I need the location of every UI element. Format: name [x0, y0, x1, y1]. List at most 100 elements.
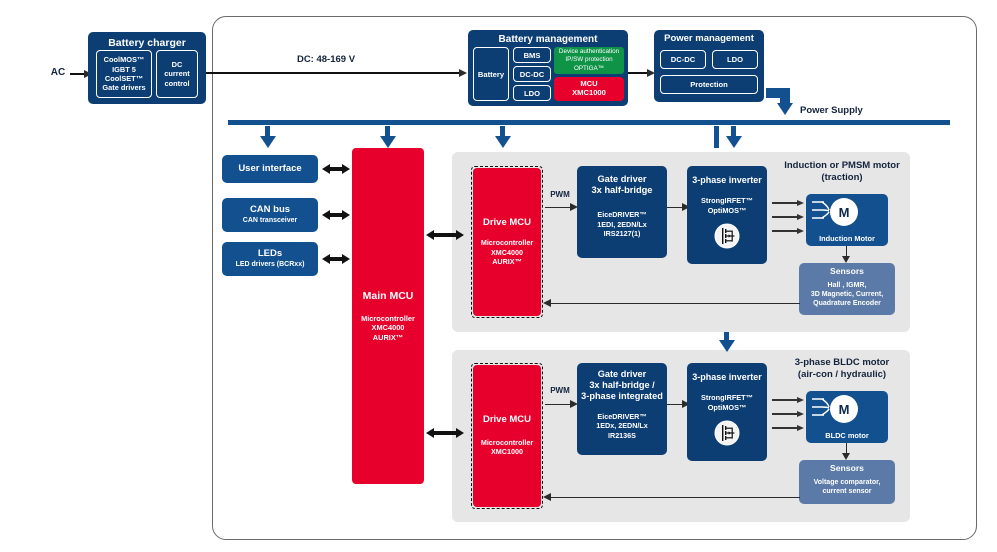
bus-drop-stem-2	[385, 126, 390, 138]
power-supply-elbow-horizontal	[766, 88, 790, 98]
battery-cell-box[interactable]: Battery	[473, 47, 509, 101]
protection-box[interactable]: Protection	[660, 75, 758, 94]
phase-arrow-aux-2	[772, 411, 804, 418]
power-dcdc-label: DC-DC	[670, 55, 696, 64]
bus-drop-stem-3	[500, 126, 505, 138]
dc-voltage-label: DC: 48-169 V	[296, 54, 356, 65]
power-management-block[interactable]: Power management	[654, 30, 764, 102]
can-bus-block[interactable]: CAN bus CAN transceiver	[222, 198, 318, 232]
battery-mcu-title: MCU	[580, 79, 598, 89]
drive-mcu-traction-block[interactable]: Drive MCU Microcontroller XMC4000 AURIX™	[473, 168, 541, 316]
gate-driver-traction-block[interactable]: Gate driver 3x half-bridge EiceDRIVER™ 1…	[577, 166, 667, 258]
inverter-traction-block[interactable]: 3-phase inverter StrongIRFET™ OptiMOS™	[687, 166, 767, 264]
gatedriver-to-inverter-arrowhead-traction	[682, 203, 690, 211]
bms-box[interactable]: BMS	[513, 47, 551, 63]
battery-to-power-line	[628, 72, 650, 74]
leds-sub: LED drivers (BCRxx)	[235, 260, 305, 268]
phase-arrow-traction-2	[772, 214, 804, 221]
battery-charger-block[interactable]: Battery charger	[88, 32, 206, 104]
pwm-label-traction: PWM	[550, 190, 570, 199]
aux-sensors-block[interactable]: Sensors Voltage comparator, current sens…	[799, 460, 895, 504]
traction-motor-header: Induction or PMSM motor (traction)	[776, 160, 908, 185]
battery-dcdc-box[interactable]: DC-DC	[513, 66, 551, 82]
traction-motor-letter: M	[838, 204, 850, 220]
battery-label: Battery	[477, 69, 505, 79]
traction-sensors-block[interactable]: Sensors Hall , IGMR, 3D Magnetic, Curren…	[799, 263, 895, 315]
can-bus-sub: CAN transceiver	[242, 216, 298, 224]
drive-mcu-aux-block[interactable]: Drive MCU Microcontroller XMC1000	[473, 365, 541, 507]
mcu-to-drive-mcu-aux-arrow	[426, 428, 464, 438]
device-authentication-box[interactable]: Device authentication IP/SW protection O…	[554, 47, 624, 74]
leds-block[interactable]: LEDs LED drivers (BCRxx)	[222, 242, 318, 276]
gate-driver-aux-title: Gate driver 3x half-bridge / 3-phase int…	[581, 369, 663, 402]
charger-part-igbt5: IGBT 5	[112, 64, 136, 74]
traction-motor-to-sensors-arrowhead	[842, 256, 850, 263]
gate-driver-aux-block[interactable]: Gate driver 3x half-bridge / 3-phase int…	[577, 363, 667, 455]
aux-sensors-title: Sensors	[830, 463, 864, 473]
main-mcu-sub-2: XMC4000	[371, 323, 405, 333]
charger-part-gate-drivers: Gate drivers	[102, 83, 146, 93]
bms-label: BMS	[523, 50, 541, 60]
drive-mcu-traction-sub-2: XMC4000	[491, 247, 523, 257]
dc-label: DC	[171, 59, 183, 69]
power-management-title: Power management	[664, 33, 754, 44]
aux-motor-header: 3-phase BLDC motor (air-con / hydraulic)	[776, 357, 908, 382]
aux-sensor-feedback-arrowhead	[543, 493, 551, 501]
mcu-to-drive-mcu-traction-arrow	[426, 230, 464, 240]
gate-driver-aux-sub-2: 1EDx, 2EDN/Lx	[596, 421, 648, 431]
battery-ldo-box[interactable]: LDO	[513, 85, 551, 101]
battery-to-power-arrowhead	[647, 68, 655, 77]
drive-mcu-traction-sub: Microcontroller XMC4000 AURIX™	[481, 238, 533, 266]
aux-motor-windings-icon	[812, 398, 830, 416]
gate-driver-traction-sub-1: EiceDRIVER™	[597, 210, 647, 220]
drive-mcu-traction-sub-1: Microcontroller	[480, 238, 534, 248]
user-interface-title: User interface	[238, 162, 302, 174]
power-dcdc-box[interactable]: DC-DC	[660, 50, 706, 69]
aux-motor-to-sensors-line	[846, 443, 848, 455]
traction-sensors-sub-2: 3D Magnetic, Current,	[810, 291, 884, 299]
device-auth-line-3: OPTIGA™	[573, 64, 605, 72]
gatedriver-to-inverter-line-aux	[667, 404, 685, 406]
battery-dcdc-label: DC-DC	[519, 69, 545, 79]
main-mcu-sub-lines: Microcontroller XMC4000 AURIX™	[361, 314, 415, 343]
main-mcu-title: Main MCU	[362, 289, 414, 302]
main-mcu-sub-1: Microcontroller	[361, 313, 415, 323]
aux-sensors-sub-1: Voltage comparator,	[813, 478, 881, 486]
inverter-aux-title: 3-phase inverter	[692, 372, 762, 382]
traction-motor-header-1: Induction or PMSM motor	[784, 160, 900, 171]
inverter-traction-sub-2: OptiMOS™	[707, 205, 747, 215]
drive-mcu-aux-dashed-outline	[471, 363, 543, 509]
leds-title: LEDs	[257, 247, 283, 259]
aux-motor-letter: M	[838, 401, 850, 417]
dc-bus-arrowhead	[459, 68, 467, 77]
user-interface-block[interactable]: User interface	[222, 155, 318, 183]
gate-driver-aux-title-2: 3x half-bridge /	[589, 380, 655, 391]
ac-input-label: AC	[50, 67, 66, 78]
battery-mcu-box[interactable]: MCU XMC1000	[554, 77, 624, 101]
inverter-aux-block[interactable]: 3-phase inverter StrongIRFET™ OptiMOS™	[687, 363, 767, 461]
traction-motor-symbol: M	[830, 198, 858, 226]
traction-sensors-sub-3: Quadrature Encoder	[813, 300, 881, 308]
bus-drop-stem-1	[265, 126, 270, 138]
charger-part-coolset: CoolSET™	[104, 74, 144, 83]
traction-sensor-feedback-line	[550, 303, 800, 305]
battery-charger-semiconductors-box[interactable]: CoolMOS™ IGBT 5 CoolSET™ Gate drivers	[96, 50, 152, 98]
power-ldo-box[interactable]: LDO	[712, 50, 758, 69]
pwm-line-traction	[545, 207, 573, 209]
main-mcu-block[interactable]: Main MCU Microcontroller XMC4000 AURIX™	[352, 148, 424, 484]
traction-motor-caption: Induction Motor	[819, 233, 875, 243]
pwm-label-aux: PWM	[550, 386, 570, 395]
drive-mcu-traction-title: Drive MCU	[482, 216, 532, 228]
gate-driver-aux-sub-3: IR2136S	[608, 430, 636, 440]
traction-sensor-feedback-arrowhead	[543, 299, 551, 307]
leds-to-mcu-arrow	[322, 254, 350, 264]
phase-arrow-traction-1	[772, 200, 804, 207]
inverter-traction-sub-1: StrongIRFET™	[701, 196, 753, 206]
gate-driver-traction-sub-2: 1EDI, 2EDN/Lx	[597, 219, 647, 229]
inverter-aux-sub: StrongIRFET™ OptiMOS™	[701, 393, 753, 412]
dc-bus-line	[206, 72, 462, 74]
bus-drop-arrow-2	[379, 136, 396, 148]
aux-motor-caption: BLDC motor	[825, 430, 869, 440]
dc-current-control-box[interactable]: DC current control	[156, 50, 198, 98]
